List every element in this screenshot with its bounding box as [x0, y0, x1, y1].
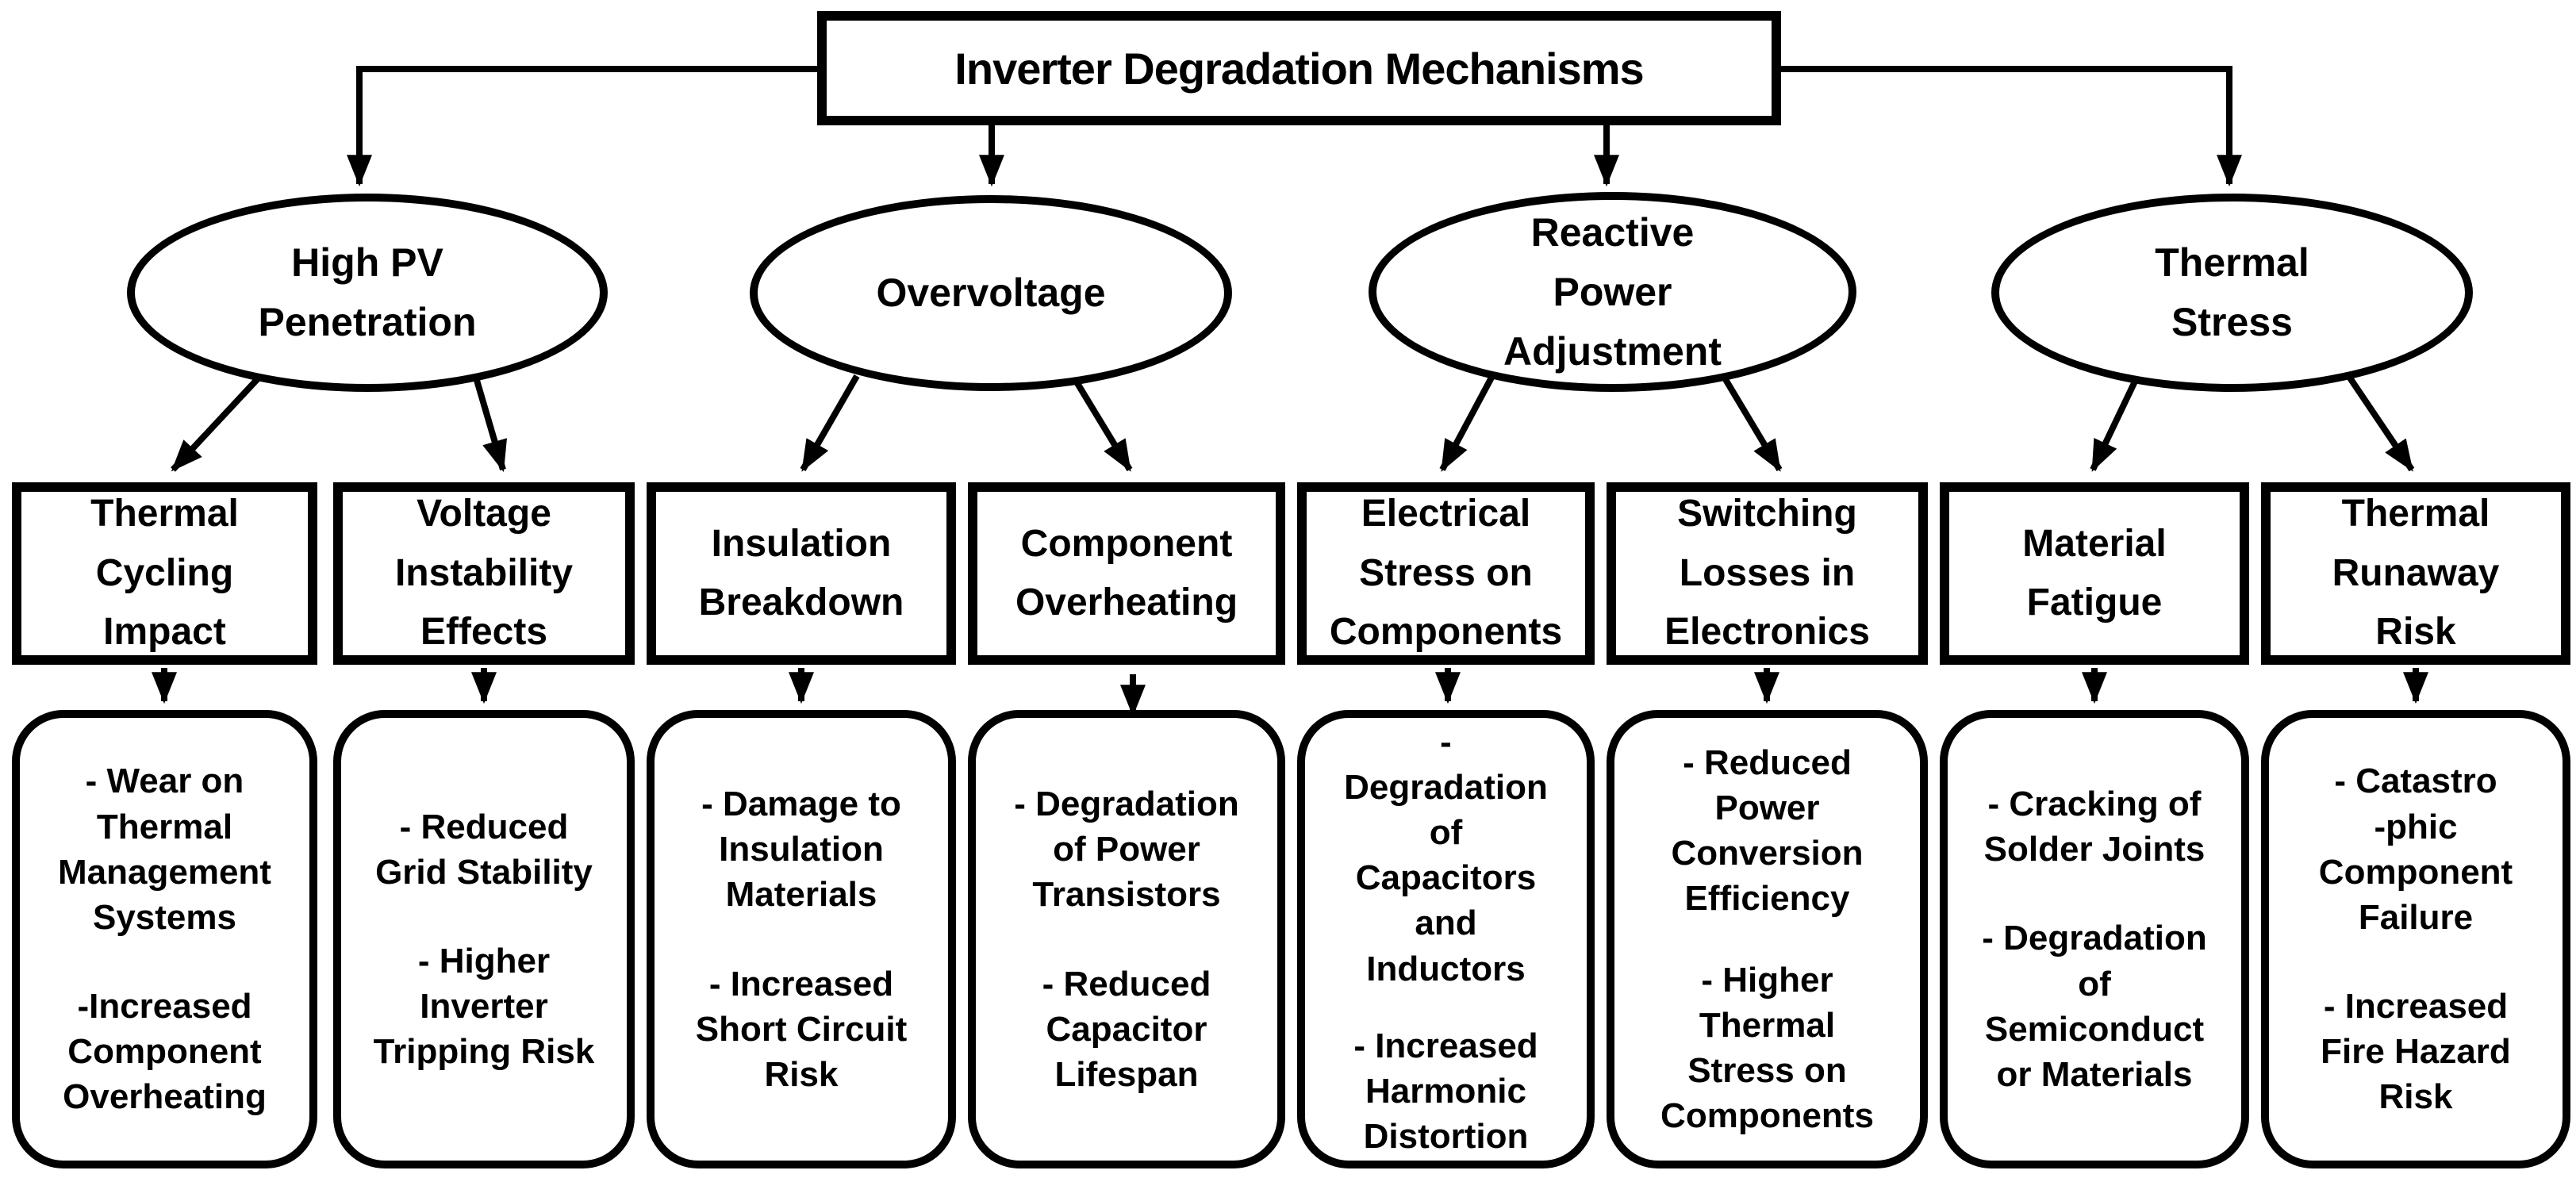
mechanism-label: Thermal Runaway Risk	[2332, 493, 2500, 654]
node-thermal-stress: Thermal Stress	[1991, 194, 2473, 392]
effect-item: - Catastro -phic Component Failure	[2318, 762, 2513, 937]
effect-item: - Reduced Power Conversion Efficiency	[1671, 742, 1864, 919]
connector-title-to-high-pv	[347, 66, 817, 187]
connector-thermalstress-to-material-fatigue	[2090, 365, 2145, 472]
effects-material-fatigue: - Cracking of Solder Joints - Degradatio…	[1940, 710, 2249, 1168]
effects-insulation-breakdown: - Damage to Insulation Materials - Incre…	[647, 710, 956, 1168]
effect-item: - Reduced Capacitor Lifespan	[1042, 964, 1211, 1094]
node-overvoltage: Overvoltage	[750, 195, 1232, 391]
effect-item: - Damage to Insulation Materials	[701, 784, 901, 915]
node-component-overheating: Component Overheating	[968, 482, 1285, 665]
node-thermal-runaway-risk: Thermal Runaway Risk	[2261, 482, 2570, 665]
effect-item: - Degradation of Semiconduct or Material…	[1982, 919, 2207, 1094]
mechanism-label: Material Fatigue	[2022, 522, 2167, 624]
node-high-pv-penetration: High PV Penetration	[127, 194, 608, 392]
connector-reactive-to-electrical-stress	[1439, 376, 1495, 472]
branch-label: Reactive Power Adjustment	[1503, 209, 1722, 374]
mechanism-label: Electrical Stress on Components	[1329, 493, 1563, 654]
effect-item: - Higher Inverter Tripping Risk	[373, 941, 595, 1072]
connector-overvoltage-to-component-overheating	[1068, 370, 1133, 472]
effect-item: - Increased Harmonic Distortion	[1353, 1026, 1538, 1157]
connector-thermalstress-to-thermal-runaway	[2341, 367, 2415, 472]
effect-item: - Degradation of Capacitors and Inductor…	[1344, 722, 1548, 988]
connector-highpv-to-voltage-instability	[473, 376, 508, 473]
node-switching-losses-in-electronics: Switching Losses in Electronics	[1607, 482, 1928, 665]
branch-label: Thermal Stress	[2155, 240, 2309, 344]
mechanism-label: Insulation Breakdown	[698, 522, 904, 624]
effect-item: - Degradation of Power Transistors	[1014, 784, 1239, 915]
effects-thermal-runaway: - Catastro -phic Component Failure - Inc…	[2261, 710, 2570, 1168]
branch-label: Overvoltage	[876, 271, 1106, 315]
effects-electrical-stress: - Degradation of Capacitors and Inductor…	[1297, 710, 1595, 1168]
branch-label: High PV Penetration	[258, 240, 477, 344]
mechanism-label: Thermal Cycling Impact	[90, 493, 239, 654]
effects-voltage-instability: - Reduced Grid Stability - Higher Invert…	[333, 710, 635, 1168]
node-electrical-stress-on-components: Electrical Stress on Components	[1297, 482, 1595, 665]
mechanism-label: Component Overheating	[1015, 522, 1238, 624]
node-reactive-power-adjustment: Reactive Power Adjustment	[1369, 192, 1856, 392]
effects-thermal-cycling-impact: - Wear on Thermal Management Systems -In…	[12, 710, 317, 1168]
connector-reactive-to-switching-losses	[1718, 370, 1783, 472]
node-material-fatigue: Material Fatigue	[1940, 482, 2249, 665]
node-inverter-degradation-mechanisms: Inverter Degradation Mechanisms	[817, 11, 1781, 125]
node-thermal-cycling-impact: Thermal Cycling Impact	[12, 482, 317, 665]
connector-overvoltage-to-insulation-breakdown	[800, 374, 860, 472]
node-insulation-breakdown: Insulation Breakdown	[647, 482, 956, 665]
effect-item: - Reduced Grid Stability	[375, 807, 593, 892]
mechanism-label: Voltage Instability Effects	[394, 493, 574, 654]
effect-item: - Wear on Thermal Management Systems	[58, 762, 271, 937]
effects-switching-losses: - Reduced Power Conversion Efficiency - …	[1607, 710, 1928, 1168]
effects-component-overheating: - Degradation of Power Transistors - Red…	[968, 710, 1285, 1168]
effect-item: - Increased Fire Hazard Risk	[2321, 987, 2511, 1117]
effect-item: - Cracking of Solder Joints	[1983, 784, 2206, 869]
mechanism-label: Switching Losses in Electronics	[1664, 493, 1870, 654]
connector-title-to-thermal-stress	[1781, 66, 2242, 187]
connector-highpv-to-thermal-cycling	[171, 372, 264, 472]
node-voltage-instability-effects: Voltage Instability Effects	[333, 482, 635, 665]
effect-item: -Increased Component Overheating	[63, 987, 267, 1117]
root-title: Inverter Degradation Mechanisms	[954, 43, 1644, 94]
effect-item: - Increased Short Circuit Risk	[695, 964, 908, 1094]
effect-item: - Higher Thermal Stress on Components	[1660, 960, 1874, 1136]
